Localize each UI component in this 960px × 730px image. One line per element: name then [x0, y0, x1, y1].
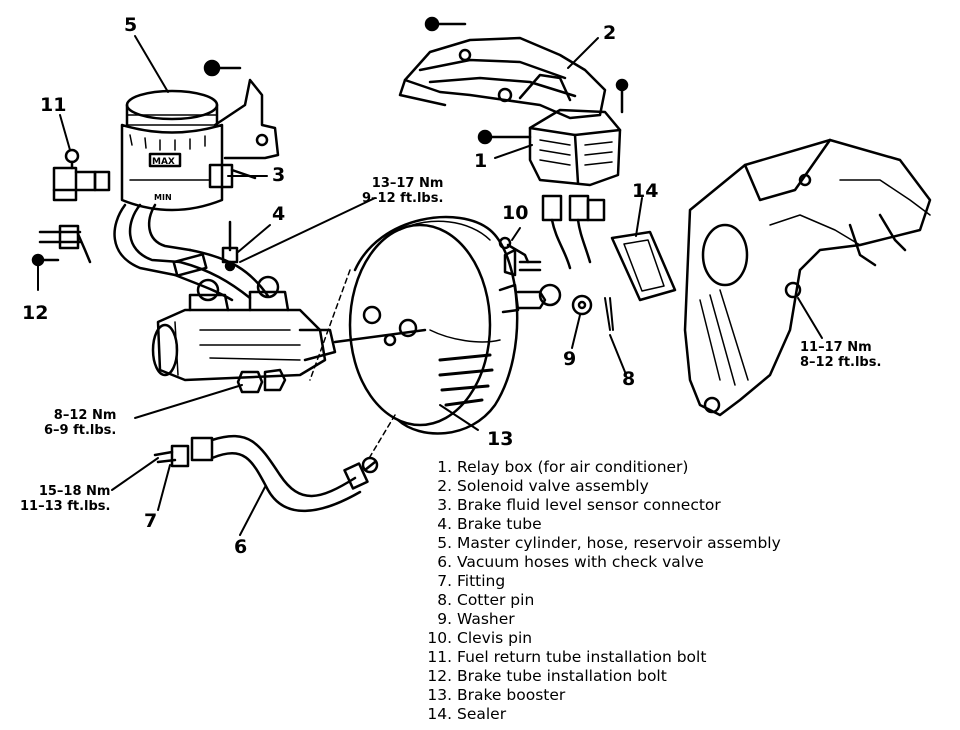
fuel-return-tube-bolt [52, 148, 111, 202]
callout-13: 13 [487, 428, 514, 450]
relay-box [477, 108, 622, 270]
legend-item: 4. Brake tube [418, 515, 781, 534]
legend-item: 10. Clevis pin [418, 629, 781, 648]
legend-number: 12. [427, 667, 452, 685]
clevis-hardware [498, 236, 614, 331]
torque-nm: 13–17 Nm [371, 176, 444, 191]
torque-ftlbs: 9–12 ft.lbs. [362, 191, 444, 206]
callout-2: 2 [603, 22, 617, 44]
legend-item: 1. Relay box (for air conditioner) [418, 458, 781, 477]
torque-spec-top-center: 13–17 Nm 9–12 ft.lbs. [362, 176, 443, 206]
legend-text: Brake booster [457, 686, 566, 704]
legend-text: Vacuum hoses with check valve [457, 553, 704, 571]
brake-booster [348, 215, 562, 435]
legend-number: 1. [437, 458, 452, 476]
legend-item: 11. Fuel return tube installation bolt [418, 648, 781, 667]
brake-tube-clip [221, 220, 239, 272]
sealer-gasket [610, 230, 677, 302]
brake-tubes [31, 203, 270, 302]
legend-item: 5. Master cylinder, hose, reservoir assem… [418, 534, 781, 553]
torque-nm: 15–18 Nm [38, 484, 111, 499]
callout-7: 7 [144, 510, 158, 532]
callout-11: 11 [40, 94, 67, 116]
legend-number: 5. [437, 534, 452, 552]
callout-14: 14 [632, 180, 659, 202]
legend-item: 13. Brake booster [418, 686, 781, 705]
legend-text: Relay box (for air conditioner) [457, 458, 689, 476]
legend-number: 13. [427, 686, 452, 704]
callout-5: 5 [124, 14, 138, 36]
torque-spec-right: 11–17 Nm 8–12 ft.lbs. [800, 340, 881, 370]
solenoid-valve-assembly [398, 16, 629, 120]
legend-text: Brake tube installation bolt [457, 667, 667, 685]
fluid-reservoir: MAX MIN [120, 59, 280, 212]
legend-text: Fuel return tube installation bolt [457, 648, 707, 666]
torque-ftlbs: 8–12 ft.lbs. [800, 355, 882, 370]
legend-text: Master cylinder, hose, reservoir assembl… [457, 534, 781, 552]
legend-number: 7. [437, 572, 452, 590]
legend-item: 3. Brake fluid level sensor connector [418, 496, 781, 515]
legend-item: 8. Cotter pin [418, 591, 781, 610]
legend-text: Washer [457, 610, 515, 628]
callout-9: 9 [563, 348, 577, 370]
legend-text: Fitting [457, 572, 506, 590]
legend-item: 12. Brake tube installation bolt [418, 667, 781, 686]
master-cylinder [151, 275, 427, 394]
legend-number: 11. [427, 648, 452, 666]
legend-item: 7. Fitting [418, 572, 781, 591]
torque-nm: 11–17 Nm [800, 340, 872, 355]
callout-12: 12 [22, 302, 49, 324]
legend-number: 4. [437, 515, 452, 533]
legend-text: Brake tube [457, 515, 542, 533]
legend-text: Solenoid valve assembly [457, 477, 649, 495]
callout-3: 3 [272, 164, 286, 186]
parts-legend: 1. Relay box (for air conditioner) 2. Sole… [418, 458, 781, 724]
legend-text: Brake fluid level sensor connector [457, 496, 721, 514]
legend-number: 14. [427, 705, 452, 723]
reservoir-max-mark: MAX [152, 157, 175, 167]
legend-item: 14. Sealer [418, 705, 781, 724]
legend-text: Cotter pin [457, 591, 535, 609]
legend-number: 9. [437, 610, 452, 628]
legend-number: 2. [437, 477, 452, 495]
torque-ftlbs: 6–9 ft.lbs. [44, 423, 117, 438]
reservoir-min-mark: MIN [154, 193, 172, 202]
legend-text: Sealer [457, 705, 507, 723]
torque-ftlbs: 11–13 ft.lbs. [20, 499, 111, 514]
legend-number: 8. [437, 591, 452, 609]
callout-1: 1 [474, 150, 488, 172]
torque-nm: 8–12 Nm [53, 408, 117, 423]
callout-10: 10 [502, 202, 529, 224]
legend-number: 3. [437, 496, 452, 514]
callout-8: 8 [622, 368, 636, 390]
legend-item: 2. Solenoid valve assembly [418, 477, 781, 496]
legend-number: 6. [437, 553, 452, 571]
callout-4: 4 [272, 203, 286, 225]
pedal-bracket [683, 138, 932, 417]
legend-item: 9. Washer [418, 610, 781, 629]
torque-spec-left-bottom: 15–18 Nm 11–13 ft.lbs. [20, 484, 110, 514]
leader-lines [37, 35, 823, 536]
legend-number: 10. [427, 629, 452, 647]
legend-item: 6. Vacuum hoses with check valve [418, 553, 781, 572]
legend-text: Clevis pin [457, 629, 533, 647]
callout-6: 6 [234, 536, 248, 558]
torque-spec-left-middle: 8–12 Nm 6–9 ft.lbs. [44, 408, 116, 438]
vacuum-hose [153, 434, 379, 513]
